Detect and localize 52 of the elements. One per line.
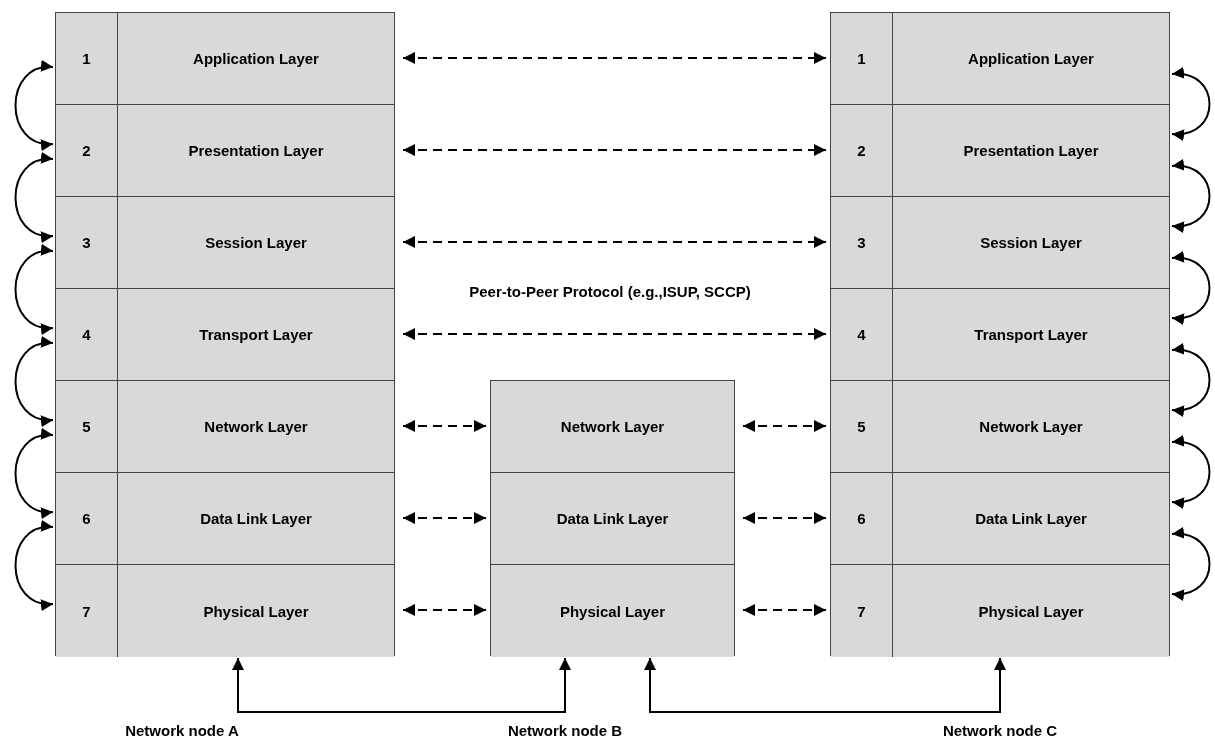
layer-row [56, 13, 394, 105]
layer-row [831, 565, 1169, 657]
layer-number: 1 [831, 13, 893, 104]
layer-row [56, 381, 394, 473]
protocol-label: Peer-to-Peer Protocol (e.g.,ISUP, SCCP) [469, 283, 751, 300]
layer-number: 5 [56, 381, 118, 472]
layer-name: Application Layer [967, 50, 1095, 67]
layer-number: 2 [56, 105, 118, 196]
layer-name: Physical Layer [202, 602, 310, 620]
layer-name: Presentation Layer [962, 142, 1100, 159]
node-caption: Network node B [507, 722, 623, 739]
layer-row [831, 473, 1169, 565]
layer-number: 4 [56, 289, 118, 380]
layer-number: 4 [831, 289, 893, 380]
layer-row [831, 381, 1169, 473]
layer-name: Application Layer [192, 50, 320, 67]
layer-number: 6 [831, 473, 893, 564]
layer-number: 7 [831, 565, 893, 657]
layer-name: Transport Layer [973, 326, 1089, 343]
layer-name: Network Layer [203, 418, 309, 435]
layer-name: Physical Layer [558, 602, 667, 620]
stack-box [55, 12, 395, 656]
layer-number: 7 [56, 565, 118, 657]
node-caption: Network node C [942, 722, 1058, 739]
layer-row [56, 289, 394, 381]
layer-name: Session Layer [979, 234, 1083, 251]
node-caption: Network node A [125, 722, 239, 739]
layer-row [56, 105, 394, 197]
layer-row [56, 565, 394, 657]
layer-name: Presentation Layer [187, 142, 325, 159]
layer-row [831, 105, 1169, 197]
layer-row [56, 473, 394, 565]
layer-name: Session Layer [204, 234, 308, 251]
stack-box [830, 12, 1170, 656]
layer-number: 3 [56, 197, 118, 288]
layer-name: Physical Layer [977, 602, 1085, 620]
stack-box [490, 380, 735, 656]
layer-name: Network Layer [978, 418, 1084, 435]
layer-name: Data Link Layer [555, 510, 670, 527]
layer-number: 1 [56, 13, 118, 104]
layer-row [831, 13, 1169, 105]
layer-name: Data Link Layer [199, 510, 313, 527]
layer-name: Transport Layer [198, 326, 314, 343]
layer-number: 3 [831, 197, 893, 288]
layer-name: Data Link Layer [974, 510, 1088, 527]
layer-row [831, 197, 1169, 289]
layer-number: 5 [831, 381, 893, 472]
layer-row [831, 289, 1169, 381]
layer-number: 2 [831, 105, 893, 196]
layer-name: Network Layer [559, 418, 666, 435]
layer-number: 6 [56, 473, 118, 564]
layer-row [56, 197, 394, 289]
